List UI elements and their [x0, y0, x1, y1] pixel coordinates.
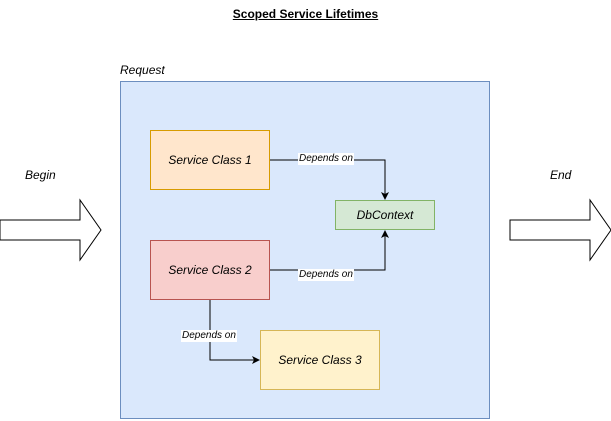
- end-arrow: [509, 198, 611, 262]
- edge-service1-dbcontext: [270, 159, 389, 200]
- edge-label-service2-dbcontext: Depends on: [298, 269, 354, 281]
- dbcontext-label: DbContext: [356, 208, 414, 222]
- service-class-3-label: Service Class 3: [278, 353, 362, 367]
- service-class-1-node: Service Class 1: [150, 130, 270, 190]
- service-class-2-label: Service Class 2: [168, 263, 252, 277]
- edge-label-service2-service3: Depends on: [181, 330, 237, 342]
- service-class-1-label: Service Class 1: [168, 153, 252, 167]
- edge-service2-dbcontext: [270, 230, 389, 271]
- end-label: End: [550, 168, 572, 182]
- edge-label-service1-dbcontext: Depends on: [298, 153, 354, 165]
- edge-service2-service3: [209, 300, 260, 364]
- dbcontext-node: DbContext: [335, 200, 435, 230]
- diagram-title: Scoped Service Lifetimes: [232, 7, 379, 21]
- service-class-2-node: Service Class 2: [150, 240, 270, 300]
- begin-label: Begin: [25, 168, 56, 182]
- service-class-3-node: Service Class 3: [260, 330, 380, 390]
- request-label: Request: [120, 63, 165, 77]
- begin-arrow: [0, 198, 102, 262]
